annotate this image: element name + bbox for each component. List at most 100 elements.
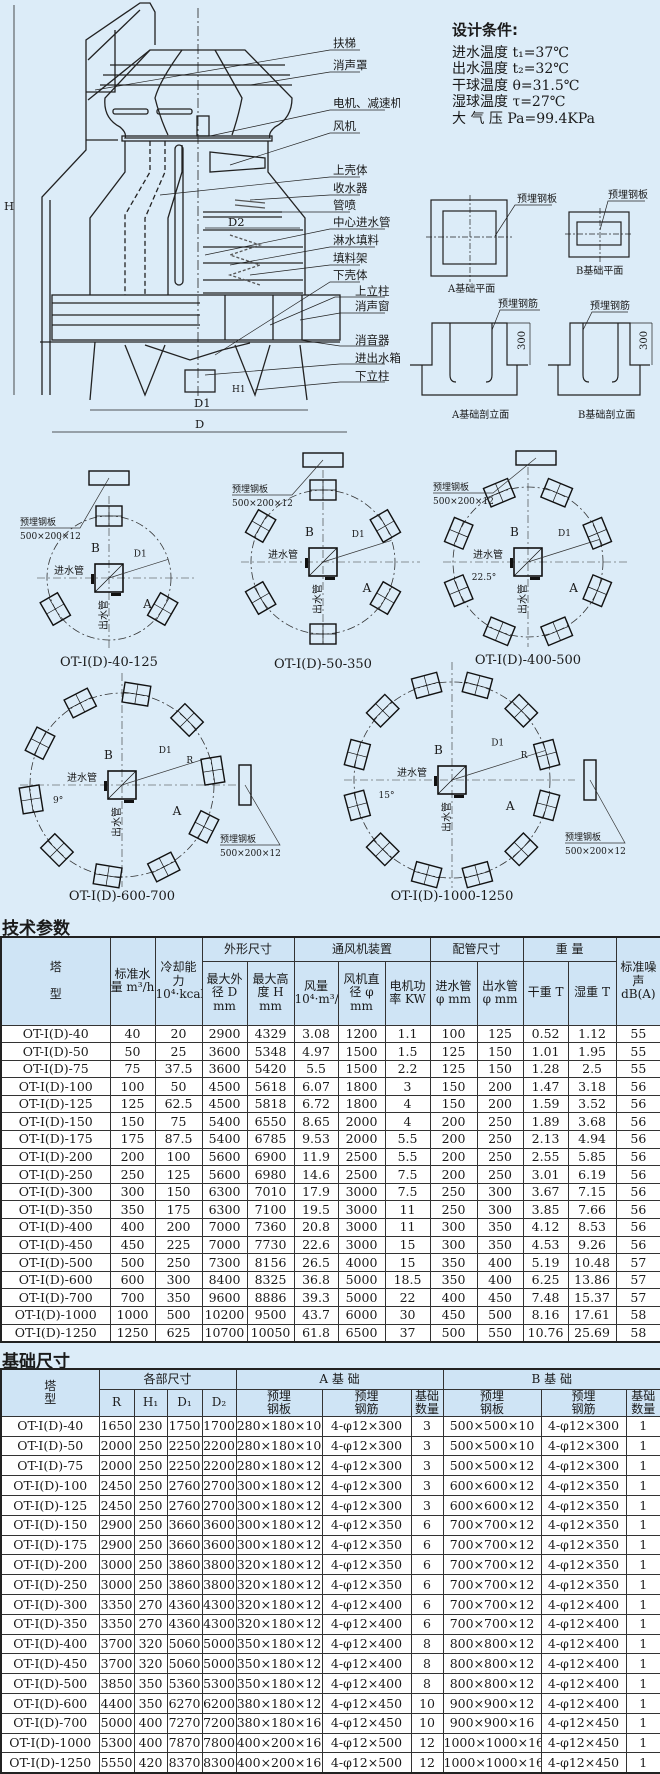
value-cell: 1: [625, 1475, 660, 1497]
label-silencer-window: 消声窗: [355, 299, 390, 313]
a-plan-outer: [430, 199, 508, 277]
a-foundation-block: [200, 755, 226, 786]
d1-dim-line: [451, 750, 546, 781]
plate-leader: [565, 779, 626, 844]
value-cell: 58: [615, 1323, 660, 1343]
design-conditions: 设计条件: 进水温度 t₁=37℃ 出水温度 t₂=32℃ 干球温度 θ=31.…: [452, 22, 595, 128]
a-foundation-block: [244, 580, 277, 616]
value-cell: 7.5: [384, 1165, 431, 1184]
b-plan-outer: [568, 211, 630, 258]
value-cell: 700: [109, 1288, 156, 1307]
d1-dim-line: [121, 757, 210, 786]
value-cell: 15.37: [567, 1288, 617, 1307]
value-cell: 600×600×12: [442, 1475, 542, 1497]
value-cell: 7300: [201, 1253, 248, 1272]
th-b-rebar: 预埋 钢筋: [540, 1388, 627, 1417]
value-cell: 400×200×16: [235, 1732, 323, 1754]
value-cell: 10: [410, 1693, 444, 1714]
b-foundation-block: [308, 547, 338, 577]
value-cell: 450: [109, 1235, 156, 1255]
block-outline: [365, 832, 400, 867]
b-label: B: [510, 525, 519, 539]
label-ladder: 扶梯: [333, 36, 356, 50]
value-cell: 2900: [98, 1514, 135, 1536]
model-cell: OT-I(D)-1250: [0, 1323, 111, 1343]
value-cell: 500×500×10: [442, 1435, 542, 1457]
value-cell: 2.55: [522, 1147, 569, 1167]
value-cell: 400: [476, 1253, 524, 1272]
outlet-pipe-icon: [325, 577, 335, 580]
plate-label: 预埋钢板: [565, 831, 601, 843]
value-cell: 300×180×12: [235, 1495, 323, 1516]
value-cell: 2760: [166, 1495, 203, 1516]
value-cell: 250: [476, 1147, 524, 1167]
block-cross: [373, 839, 393, 859]
block-cross: [47, 840, 67, 860]
value-cell: 4.53: [522, 1235, 569, 1255]
a-foundation-block: [39, 591, 72, 627]
value-cell: 3350: [98, 1613, 135, 1635]
value-cell: 8156: [246, 1253, 295, 1272]
block-cross: [413, 870, 440, 879]
dim-h1: H1: [232, 385, 246, 395]
a-plan-caption: A基础平面: [447, 282, 495, 295]
a-foundation-block: [369, 508, 402, 544]
condition-line: 进水温度 t₁=37℃: [452, 44, 569, 61]
value-cell: 13.86: [567, 1270, 617, 1290]
value-cell: 61.8: [293, 1323, 339, 1343]
value-cell: 4-φ12×300: [321, 1475, 412, 1497]
value-cell: 250: [133, 1534, 168, 1556]
label-lower-column: 下立柱: [355, 369, 390, 383]
plate-label: 预埋钢板: [433, 481, 469, 493]
value-cell: 1: [625, 1514, 660, 1536]
value-cell: 6300: [201, 1200, 248, 1220]
value-cell: 4-φ12×350: [540, 1514, 627, 1536]
value-cell: 6000: [337, 1306, 386, 1325]
value-cell: 4-φ12×450: [540, 1752, 627, 1774]
outlet-label: 出水管: [97, 600, 110, 630]
plate-leader: [20, 477, 110, 529]
value-cell: 2200: [201, 1455, 237, 1477]
value-cell: 3.85: [522, 1200, 569, 1220]
value-cell: 1000: [109, 1306, 156, 1325]
block-cross: [152, 860, 176, 874]
value-cell: 55: [615, 1024, 660, 1044]
value-cell: 5000: [98, 1712, 135, 1734]
value-cell: 4360: [166, 1594, 203, 1615]
value-cell: 200: [429, 1165, 478, 1184]
value-cell: 300×180×12: [235, 1534, 323, 1556]
value-cell: 800×800×12: [442, 1633, 542, 1655]
th-model: 塔 型: [0, 1368, 100, 1417]
value-cell: 4-φ12×350: [321, 1574, 412, 1596]
angle-label: 15°: [379, 791, 395, 801]
value-cell: 8300: [201, 1752, 237, 1774]
th-h1: H₁: [133, 1388, 168, 1417]
b-label: B: [305, 525, 314, 539]
value-cell: 57: [615, 1253, 660, 1272]
outlet-pipe-icon: [454, 795, 464, 798]
outlet-label: 出水管: [311, 584, 324, 614]
outlet-pipe-icon: [530, 577, 540, 580]
block-cross: [511, 839, 531, 859]
value-cell: 1: [625, 1435, 660, 1457]
inlet-label: 进水管: [54, 564, 84, 577]
value-cell: 900×900×12: [442, 1693, 542, 1714]
model-cell: OT-I(D)-600: [0, 1693, 100, 1714]
a-foundation-block: [410, 860, 443, 889]
value-cell: 400: [133, 1732, 168, 1754]
value-cell: 1: [625, 1415, 660, 1437]
value-cell: 800×800×12: [442, 1653, 542, 1675]
value-cell: 5.5: [384, 1130, 431, 1149]
inlet-pipe-icon: [510, 558, 513, 568]
lower-columns: [89, 341, 308, 401]
value-cell: 5550: [98, 1752, 135, 1774]
block-outline: [461, 860, 494, 889]
value-cell: 250: [476, 1130, 524, 1149]
b-plan-plate: [576, 221, 622, 246]
value-cell: 6: [410, 1594, 444, 1615]
